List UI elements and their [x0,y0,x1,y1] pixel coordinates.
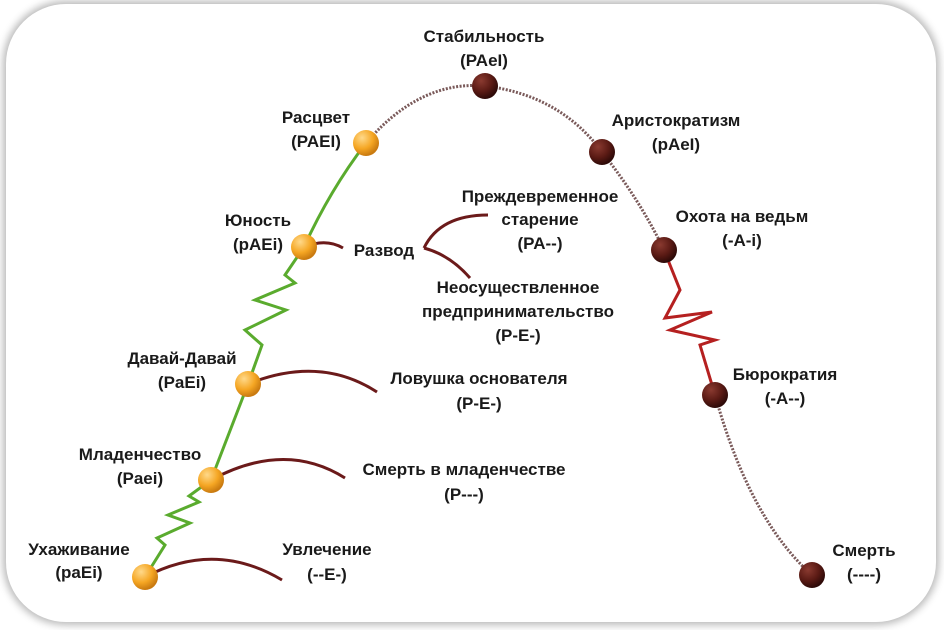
growth-segment-courtship-infancy [143,478,212,578]
label-unfulfilled-1: Неосуществленное [437,278,600,297]
code-infant-mortality: (P---) [444,485,484,504]
code-death: (----) [847,565,881,584]
growth-segment-infancy-gogo [209,383,250,481]
branch-affair [144,557,283,582]
label-witch-hunt: Охота на ведьм [676,207,809,226]
node-courtship [132,564,158,590]
code-premature-aging: (PA--) [518,234,563,253]
stage-nodes [132,73,825,590]
code-infancy: (Paei) [117,469,163,488]
label-affair: Увлечение [282,540,371,559]
code-adolescence: (pAEi) [233,235,283,254]
decline-segment-witchhunt-bureaucracy [662,249,721,396]
diagram-frame [6,4,936,622]
branch-premature-aging [422,213,489,249]
node-infancy [198,467,224,493]
node-witch-hunt [651,237,677,263]
decline-curve [364,83,813,577]
label-courtship: Ухаживание [28,540,129,559]
decline-segment-aristocracy-witchhunt [600,151,666,251]
code-founder-trap: (P-E-) [456,394,501,413]
label-infancy: Младенчество [79,445,201,464]
node-stability [472,73,498,99]
label-stability: Стабильность [424,27,545,46]
label-founder-trap: Ловушка основателя [390,369,567,388]
code-stability: (PAeI) [460,51,508,70]
label-adolescence: Юность [225,211,291,230]
node-bureaucracy [702,382,728,408]
node-adolescence [291,234,317,260]
code-courtship: (paEi) [55,563,102,582]
growth-segment-gogo-adolescence [242,246,306,385]
trap-labels: Увлечение (--E-) Смерть в младенчестве (… [282,187,618,584]
stage-labels: Ухаживание (paEi) Младенчество (Paei) Да… [28,27,895,584]
code-unfulfilled: (P-E-) [495,326,540,345]
node-aristocracy [589,139,615,165]
code-prime: (PAEI) [291,132,341,151]
label-gogo: Давай-Давай [127,349,236,368]
label-unfulfilled-2: предпринимательство [422,302,614,321]
trap-branches [144,213,489,582]
label-bureaucracy: Бюрократия [733,365,838,384]
label-infant-mortality: Смерть в младенчестве [362,460,565,479]
node-prime [353,130,379,156]
label-premature-aging-2: старение [501,210,578,229]
branch-founder-trap [247,369,378,394]
label-prime: Расцвет [282,108,350,127]
growth-curve [143,142,368,578]
label-premature-aging-1: Преждевременное [462,187,619,206]
growth-segment-adolescence-prime [302,142,368,248]
node-gogo [235,371,261,397]
code-witch-hunt: (-A-i) [722,231,762,250]
branch-unfulfilled [423,246,472,279]
decline-segment-prime-stability [364,83,486,144]
code-bureaucracy: (-A--) [765,389,806,408]
node-death [799,562,825,588]
code-aristocracy: (pAeI) [652,135,700,154]
label-death: Смерть [832,541,895,560]
code-gogo: (PaEi) [158,373,206,392]
label-aristocracy: Аристократизм [612,111,741,130]
label-divorce: Развод [354,241,415,260]
decline-segment-stability-aristocracy [484,84,604,153]
code-affair: (--E-) [307,565,347,584]
branch-infant-mortality [210,458,346,482]
decline-segment-bureaucracy-death [713,394,813,577]
